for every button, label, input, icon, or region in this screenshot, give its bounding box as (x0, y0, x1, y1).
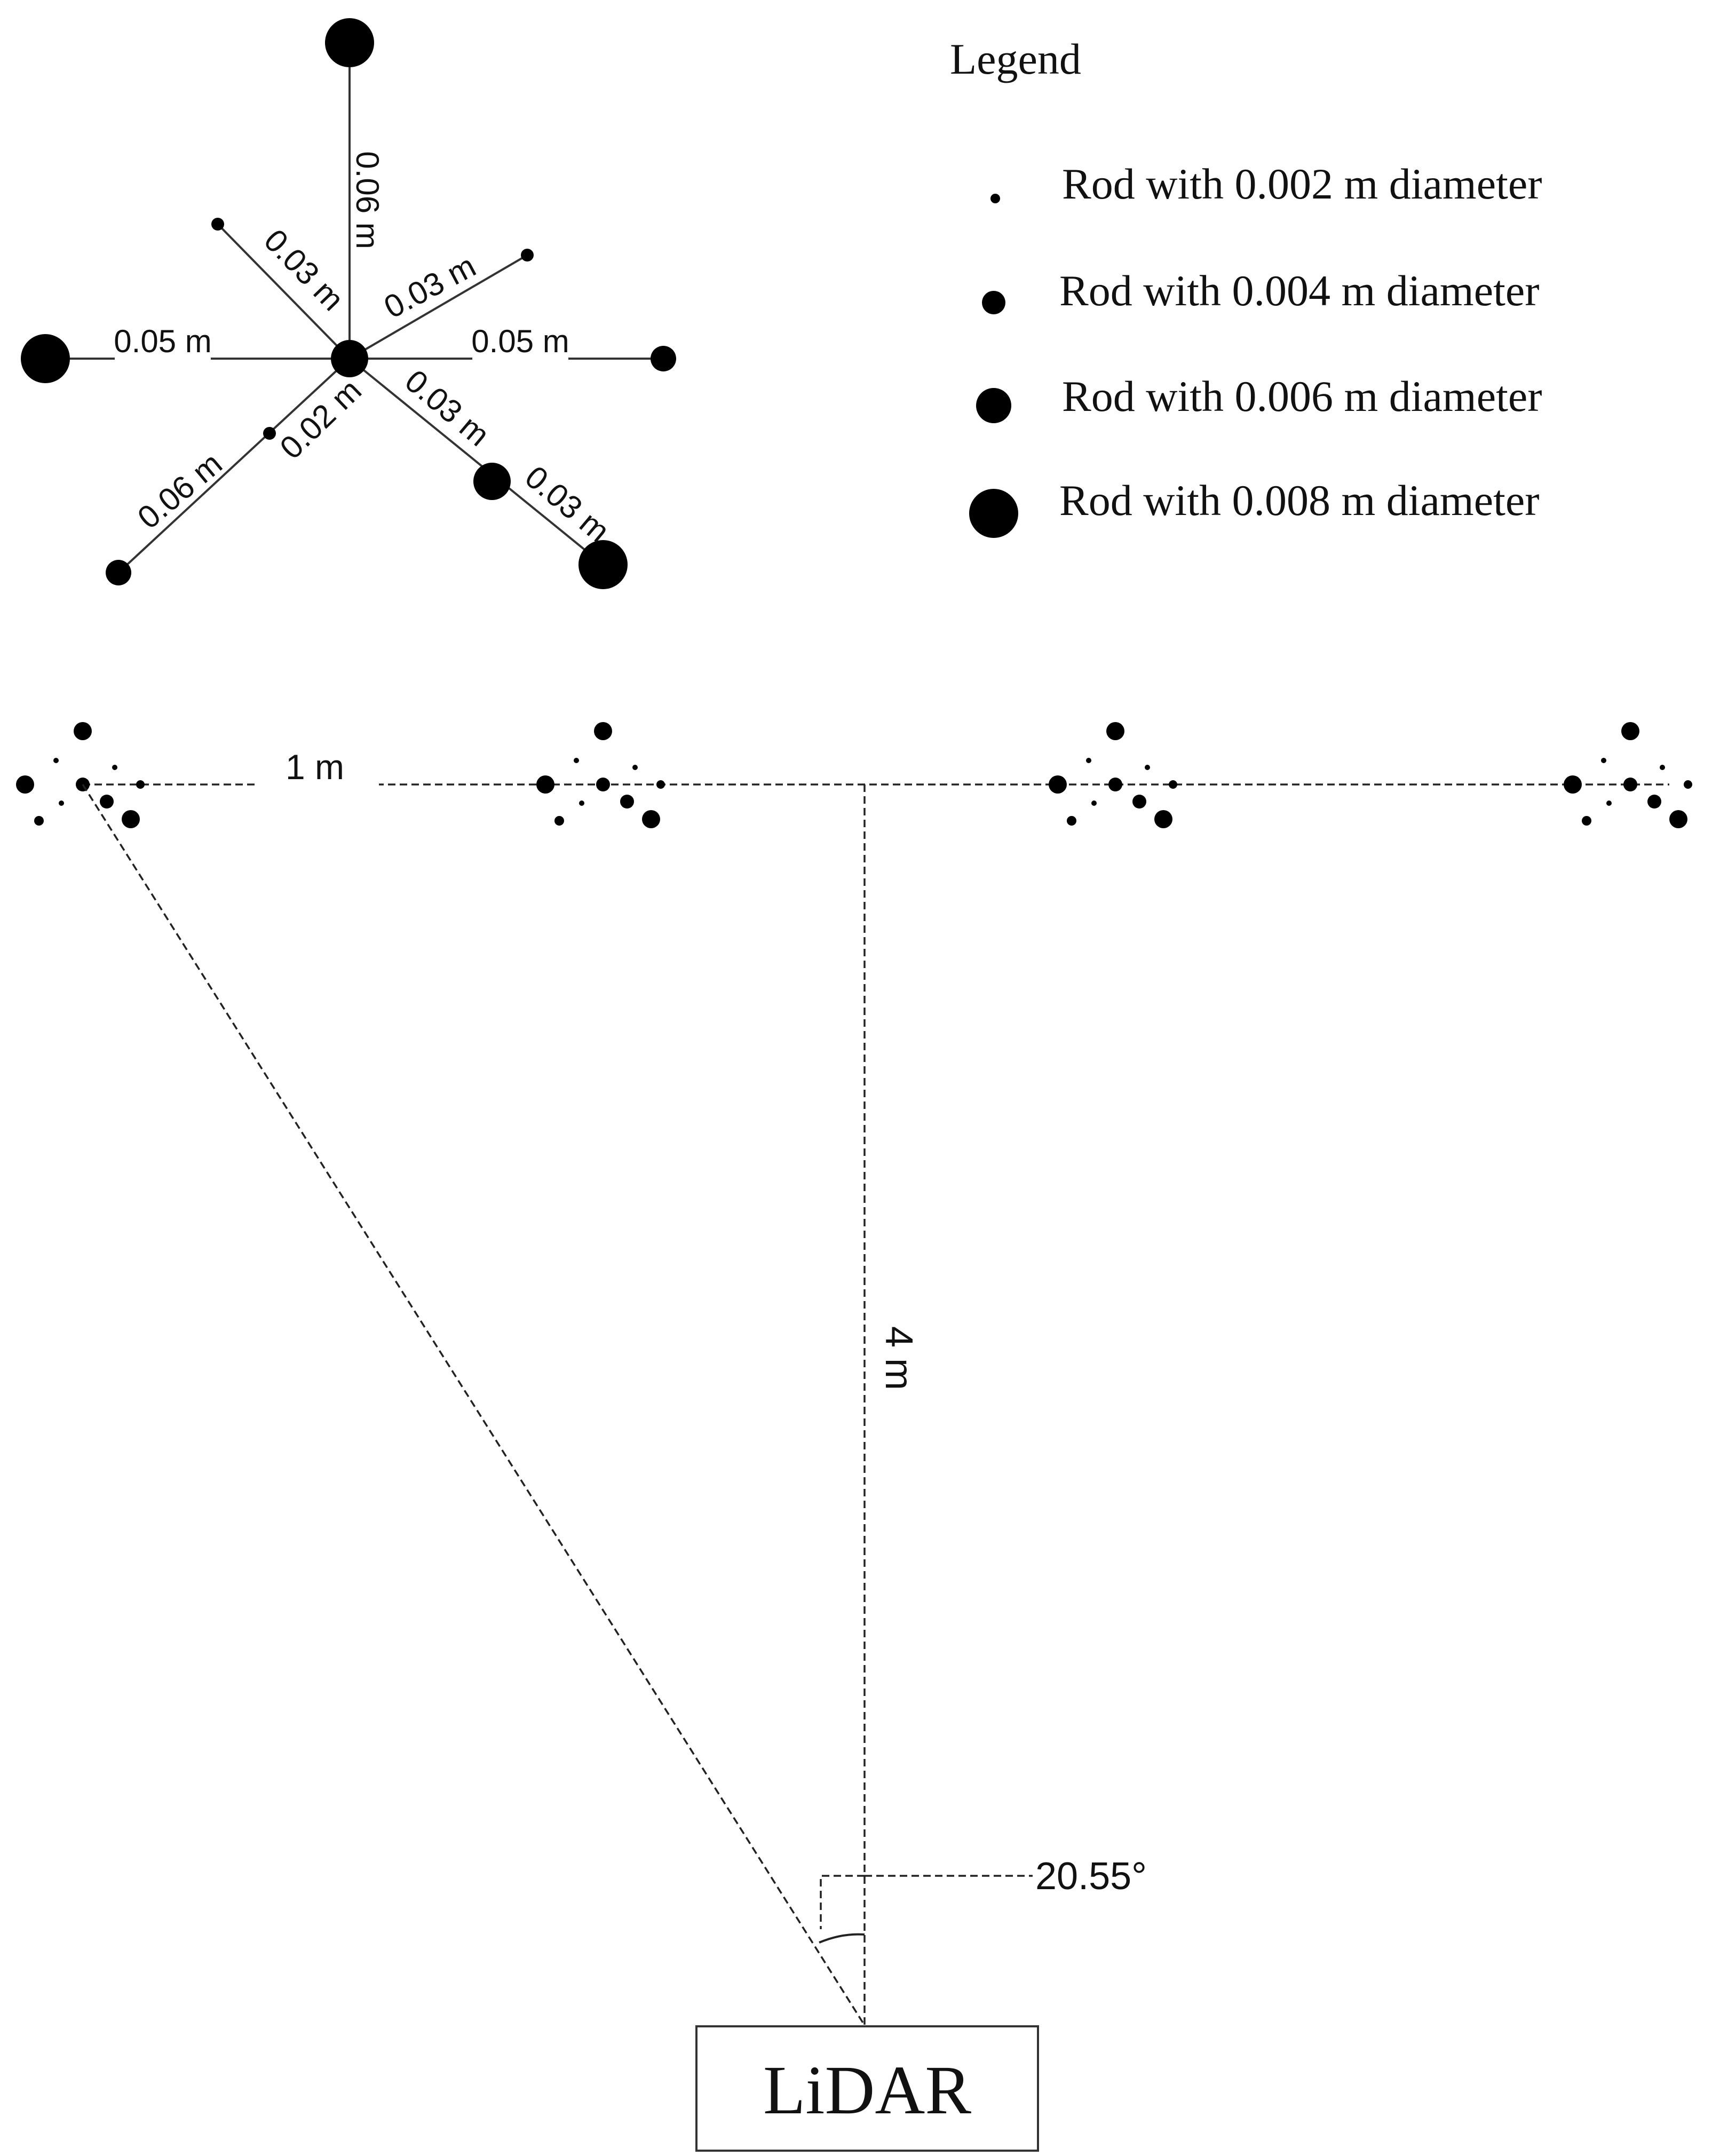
rod-3-upper-right (1145, 765, 1150, 770)
legend-item-0-004: Rod with 0.004 m diameter (1059, 266, 1540, 315)
rod-4-lower-left-outer (1582, 816, 1591, 826)
rod-lower-left-inner (263, 427, 276, 440)
legend-marker-0-002 (990, 194, 1000, 203)
legend-marker-0-006 (976, 388, 1011, 423)
rod-3-lower-left-inner (1091, 800, 1097, 806)
label-arm-up: 0.06 m (350, 151, 385, 249)
label-arm-right: 0.05 m (471, 323, 569, 359)
legend: Legend Rod with 0.002 m diameter Rod wit… (950, 35, 1542, 538)
rod-3-lower-right-inner (1132, 795, 1146, 808)
rod-1-lower-left-outer (34, 816, 44, 826)
label-spacing: 1 m (286, 747, 344, 787)
label-arm-lower-left-outer: 0.06 m (131, 446, 229, 536)
rod-2-upper-left (574, 758, 579, 763)
arm-upper-right (348, 254, 528, 360)
rod-right (651, 346, 676, 371)
rod-3-center (1108, 778, 1122, 791)
arm-lower-left (117, 358, 351, 574)
rod-4-left (1564, 775, 1582, 794)
label-arm-lower-right-inner: 0.03 m (398, 363, 496, 453)
rod-2-lower-left-inner (579, 800, 584, 806)
label-arm-left: 0.05 m (114, 323, 211, 359)
rod-3-lower-left-outer (1067, 816, 1076, 826)
lidar-label: LiDAR (763, 2052, 971, 2129)
rod-2-lower-right-outer (642, 810, 660, 828)
rod-lower-left-outer (106, 560, 131, 585)
rod-1-upper-right (112, 765, 117, 770)
legend-marker-0-008 (969, 489, 1018, 538)
legend-item-0-002: Rod with 0.002 m diameter (1062, 160, 1542, 208)
rod-4-lower-left-inner (1606, 800, 1612, 806)
rod-2-lower-left-outer (554, 816, 564, 826)
legend-item-0-008: Rod with 0.008 m diameter (1059, 476, 1540, 525)
rod-cluster-3 (1049, 722, 1177, 828)
rod-cluster-detail: 0.06 m 0.03 m 0.03 m 0.05 m 0.05 m 0.02 … (21, 18, 676, 589)
rod-cluster-2 (536, 722, 665, 828)
rod-3-up (1106, 722, 1124, 740)
legend-marker-0-004 (982, 291, 1005, 314)
rod-2-center (596, 778, 610, 791)
rod-upper-left (211, 218, 224, 231)
rod-2-right (656, 780, 665, 789)
rod-upper-right (521, 249, 534, 261)
rod-1-lower-right-outer (122, 810, 140, 828)
rod-3-right (1169, 780, 1177, 789)
rod-lower-right-outer (578, 540, 628, 589)
lidar-geometry: 4 m 20.55° LiDAR (82, 784, 1147, 2152)
arm-upper-left (217, 223, 351, 360)
rod-4-right (1684, 780, 1692, 789)
rod-lower-right-inner (473, 463, 511, 500)
legend-title: Legend (950, 35, 1081, 83)
label-angle: 20.55° (1035, 1855, 1147, 1898)
rod-2-upper-right (632, 765, 638, 770)
rod-2-up (594, 722, 612, 740)
rod-4-upper-left (1601, 758, 1606, 763)
rod-1-up (74, 722, 92, 740)
label-distance: 4 m (877, 1326, 920, 1390)
label-arm-upper-left: 0.03 m (257, 223, 351, 318)
legend-item-0-006: Rod with 0.006 m diameter (1062, 372, 1542, 421)
rod-3-upper-left (1086, 758, 1091, 763)
rod-1-upper-left (53, 758, 59, 763)
rod-4-lower-right-outer (1669, 810, 1687, 828)
rod-2-left (536, 775, 554, 794)
rod-3-left (1049, 775, 1067, 794)
rod-1-right (136, 780, 145, 789)
angle-arc (819, 1933, 865, 1944)
rod-4-center (1623, 778, 1637, 791)
rod-up (325, 18, 374, 67)
rod-cluster-4 (1564, 722, 1692, 828)
oblique-line (82, 784, 866, 2026)
rod-1-lower-left-inner (59, 800, 64, 806)
cluster-row: 1 m (16, 722, 1692, 828)
rod-4-lower-right-inner (1647, 795, 1661, 808)
rod-3-lower-right-outer (1154, 810, 1172, 828)
lidar-box (695, 2025, 1039, 2152)
rod-1-lower-right-inner (100, 795, 114, 808)
angle-bracket (820, 1875, 865, 1929)
rod-4-upper-right (1660, 765, 1665, 770)
label-arm-upper-right: 0.03 m (378, 248, 481, 325)
rod-cluster-1 (16, 722, 145, 828)
rod-center (331, 340, 368, 377)
rod-left (21, 334, 70, 383)
rod-4-up (1621, 722, 1639, 740)
arm-lower-right (348, 358, 604, 566)
rod-2-lower-right-inner (620, 795, 634, 808)
rod-1-left (16, 775, 34, 794)
